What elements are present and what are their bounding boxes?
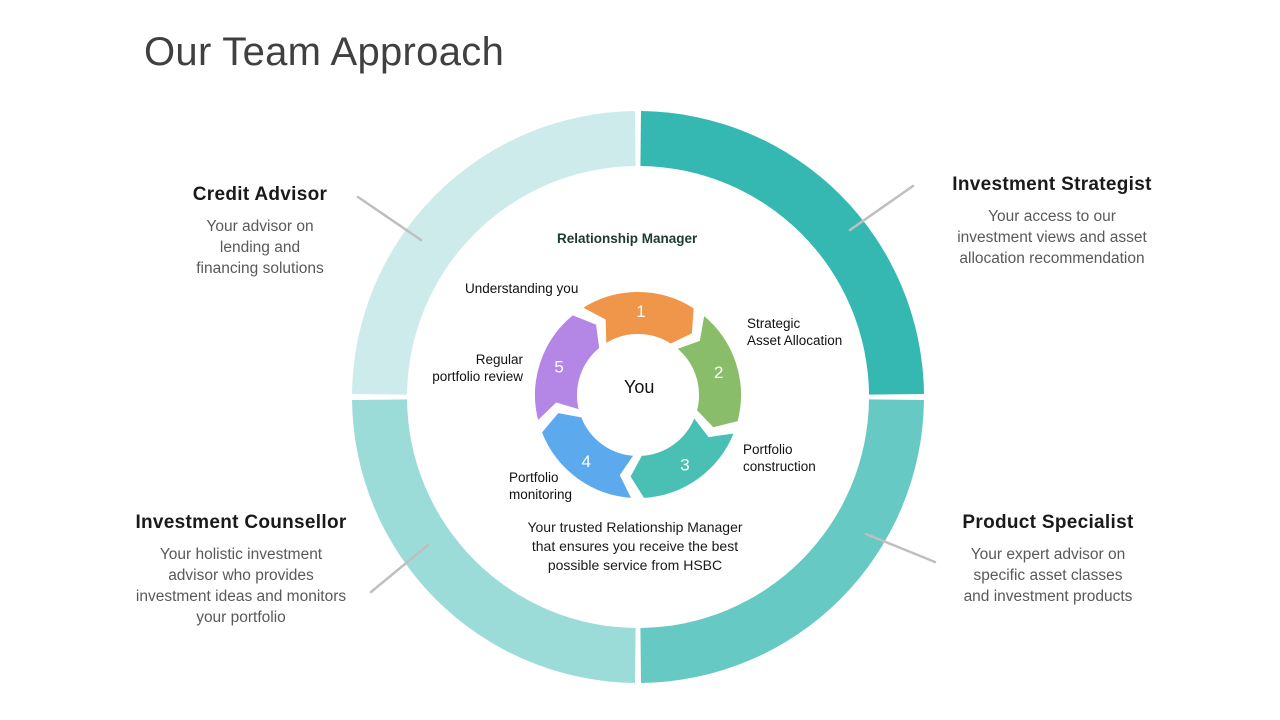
cycle-step-1-number: 1: [636, 302, 645, 321]
investment-counsellor-line-2: advisor who provides: [168, 567, 314, 584]
rm-description-line-1: Your trusted Relationship Manager: [527, 519, 743, 535]
step-4-label-line-2: monitoring: [509, 487, 573, 502]
step-2-label: Strategic Asset Allocation: [747, 315, 842, 349]
connector-lines: [356, 184, 937, 594]
investment-counsellor-line-1: Your holistic investment: [159, 546, 323, 563]
investment-strategist-line-2: investment views and asset: [957, 229, 1147, 246]
cycle-step-2-number: 2: [714, 363, 723, 382]
investment-counsellor-line-4: your portfolio: [196, 609, 286, 626]
process-cycle: 1 2 3 4 5: [533, 290, 743, 500]
credit-advisor-line-1: Your advisor on: [206, 218, 314, 235]
step-4-label: Portfolio monitoring: [509, 469, 572, 503]
product-specialist-block: Product Specialist Your expert advisor o…: [920, 512, 1176, 607]
credit-advisor-connector: [356, 195, 423, 242]
cycle-step-5-arrow[interactable]: [533, 313, 602, 424]
investment-strategist-segment[interactable]: [640, 111, 924, 395]
product-specialist-description: Your expert advisor on specific asset cl…: [920, 544, 1176, 607]
step-3-label-line-2: construction: [743, 459, 816, 474]
cycle-step-4-number: 4: [582, 452, 591, 471]
investment-strategist-title: Investment Strategist: [952, 174, 1152, 195]
investment-counsellor-block: Investment Counsellor Your holistic inve…: [96, 512, 386, 628]
investment-counsellor-connector: [369, 543, 430, 594]
cycle-step-3-arrow[interactable]: [628, 414, 737, 500]
relationship-manager-description: Your trusted Relationship Manager that e…: [495, 518, 775, 575]
credit-advisor-block: Credit Advisor Your advisor on lending a…: [150, 184, 370, 279]
product-specialist-segment[interactable]: [640, 399, 924, 683]
relationship-manager-title: Relationship Manager: [557, 231, 698, 246]
investment-counsellor-segment[interactable]: [352, 399, 636, 683]
cycle-step-3-number: 3: [680, 456, 689, 475]
investment-strategist-connector: [848, 184, 915, 232]
product-specialist-title: Product Specialist: [962, 512, 1134, 533]
investment-strategist-block: Investment Strategist Your access to our…: [912, 174, 1192, 269]
rm-description-line-2: that ensures you receive the best: [531, 538, 739, 554]
cycle-step-1-arrow[interactable]: [579, 290, 696, 347]
product-specialist-line-3: and investment products: [963, 588, 1133, 605]
product-specialist-line-1: Your expert advisor on: [970, 546, 1126, 563]
step-5-label-line-2: portfolio review: [432, 369, 523, 384]
step-1-label-line-1: Understanding you: [465, 281, 579, 296]
step-5-label-line-1: Regular: [475, 352, 523, 367]
credit-advisor-description: Your advisor on lending and financing so…: [150, 216, 370, 279]
investment-counsellor-line-3: investment ideas and monitors: [135, 588, 347, 605]
step-2-label-line-2: Asset Allocation: [747, 333, 843, 348]
cycle-step-4-arrow[interactable]: [539, 410, 637, 500]
page-title: Our Team Approach: [144, 30, 505, 74]
credit-advisor-segment[interactable]: [352, 111, 636, 395]
credit-advisor-line-2: lending and: [219, 239, 301, 256]
step-2-label-line-1: Strategic: [747, 316, 801, 331]
rm-description-line-3: possible service from HSBC: [547, 557, 723, 573]
credit-advisor-line-3: financing solutions: [196, 260, 324, 277]
outer-ring: [352, 111, 924, 683]
step-3-label: Portfolio construction: [743, 441, 816, 475]
cycle-step-2-arrow[interactable]: [673, 312, 743, 430]
you-center-label: You: [624, 377, 655, 397]
credit-advisor-title: Credit Advisor: [192, 184, 328, 205]
step-4-label-line-1: Portfolio: [509, 470, 559, 485]
investment-strategist-line-1: Your access to our: [988, 208, 1116, 225]
product-specialist-connector: [864, 532, 937, 564]
step-3-label-line-1: Portfolio: [743, 442, 793, 457]
cycle-step-5-number: 5: [554, 357, 563, 376]
investment-counsellor-description: Your holistic investment advisor who pro…: [96, 544, 386, 628]
investment-strategist-description: Your access to our investment views and …: [912, 206, 1192, 269]
product-specialist-line-2: specific asset classes: [973, 567, 1123, 584]
step-5-label: Regular portfolio review: [420, 351, 523, 385]
step-1-label: Understanding you: [465, 280, 578, 297]
investment-counsellor-title: Investment Counsellor: [135, 512, 347, 533]
investment-strategist-line-3: allocation recommendation: [959, 250, 1145, 267]
